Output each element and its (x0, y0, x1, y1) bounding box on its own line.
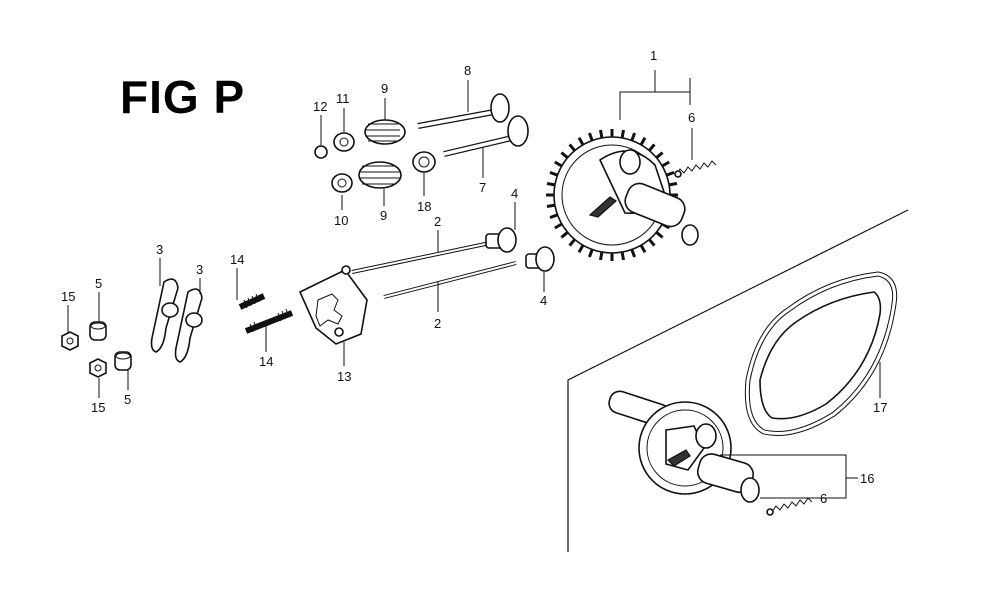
cotter-part-12 (314, 145, 328, 159)
gear-tooth (568, 143, 576, 152)
gear-tooth (655, 151, 664, 159)
push-rod-part-2-upper (351, 241, 491, 274)
tappet-part-4-lower (525, 246, 555, 272)
gear-tooth (587, 248, 594, 258)
callout-5-upper: 5 (95, 276, 102, 291)
gear-tooth (665, 170, 675, 177)
gear-tooth (587, 132, 594, 142)
spring-part-6-upper (674, 160, 717, 178)
seal-part-18 (412, 151, 436, 173)
callout-1: 1 (650, 48, 657, 63)
gear-tooth (648, 238, 656, 247)
valve-spring-part-9-upper (364, 119, 406, 145)
callout-14-lower: 14 (259, 354, 273, 369)
callout-2-lower: 2 (434, 316, 441, 331)
valve-part-8 (417, 93, 510, 129)
rocker-arm-part-3-left (150, 278, 179, 353)
gear-tooth (554, 160, 563, 168)
callout-12: 12 (313, 99, 327, 114)
camshaft-part-16-assembly (608, 390, 760, 503)
pivot-part-5-upper (89, 321, 107, 341)
nut-part-15-upper (61, 331, 79, 351)
gear-tooth (620, 129, 625, 139)
gear-tooth (549, 170, 559, 177)
callout-9-upper: 9 (381, 81, 388, 96)
gear-tooth (546, 203, 556, 208)
spring-part-6-lower (766, 497, 813, 516)
valve-part-7 (443, 115, 529, 157)
gear-tooth (630, 132, 637, 142)
gear-tooth (577, 137, 585, 146)
figure-title: FIG P (120, 71, 246, 123)
gear-tooth (560, 231, 569, 239)
callout-10: 10 (334, 213, 348, 228)
gear-tooth (661, 160, 670, 168)
callout-18: 18 (417, 199, 431, 214)
camshaft-gear-assembly (546, 129, 699, 261)
valve-spring-part-9-lower (358, 161, 402, 189)
gear-tooth (599, 129, 604, 139)
gear-tooth (630, 248, 637, 258)
tappet-part-4-upper (485, 227, 517, 253)
callout-14-upper: 14 (230, 252, 244, 267)
gear-tooth (655, 231, 664, 239)
gear-tooth (639, 137, 647, 146)
gear-tooth (620, 251, 625, 261)
gear-tooth (599, 251, 604, 261)
callout-5-lower: 5 (124, 392, 131, 407)
gear-tooth (546, 182, 556, 187)
pivot-part-5-lower (114, 351, 132, 371)
stud-part-14-lower (244, 308, 294, 334)
gear-tooth (568, 238, 576, 247)
gear-tooth (668, 182, 678, 187)
gear-tooth (554, 222, 563, 230)
retainer-part-10 (331, 173, 353, 193)
callout-9-lower: 9 (380, 208, 387, 223)
rocker-arm-part-3-right (174, 288, 203, 363)
gear-tooth (639, 244, 647, 253)
callout-15-upper: 15 (61, 289, 75, 304)
callout-labels: 1 6 8 9 11 12 10 9 18 7 4 2 2 4 3 3 14 1… (61, 48, 887, 506)
inset-panel-border (567, 209, 909, 552)
gear-tooth (560, 151, 569, 159)
push-rod-part-2-lower (383, 261, 517, 299)
callout-17: 17 (873, 400, 887, 415)
callout-7: 7 (479, 180, 486, 195)
stud-part-14-upper (238, 293, 266, 310)
gear-tooth (549, 213, 559, 220)
callout-4-upper: 4 (511, 186, 518, 201)
callout-13: 13 (337, 369, 351, 384)
callout-6-lower: 6 (820, 491, 827, 506)
callout-6-upper: 6 (688, 110, 695, 125)
gear-tooth (577, 244, 585, 253)
callout-4-lower: 4 (540, 293, 547, 308)
leader-lines (67, 70, 881, 499)
callout-3-right: 3 (196, 262, 203, 277)
retainer-part-11 (333, 132, 355, 152)
callout-15-lower: 15 (91, 400, 105, 415)
gear-tooth (648, 143, 656, 152)
callout-8: 8 (464, 63, 471, 78)
callout-16: 16 (860, 471, 874, 486)
guide-plate-part-13 (298, 265, 368, 345)
callout-3-left: 3 (156, 242, 163, 257)
callout-11: 11 (336, 91, 350, 106)
timing-chain-part-17 (744, 271, 898, 437)
nut-part-15-lower (89, 358, 107, 378)
callout-2-upper: 2 (434, 214, 441, 229)
